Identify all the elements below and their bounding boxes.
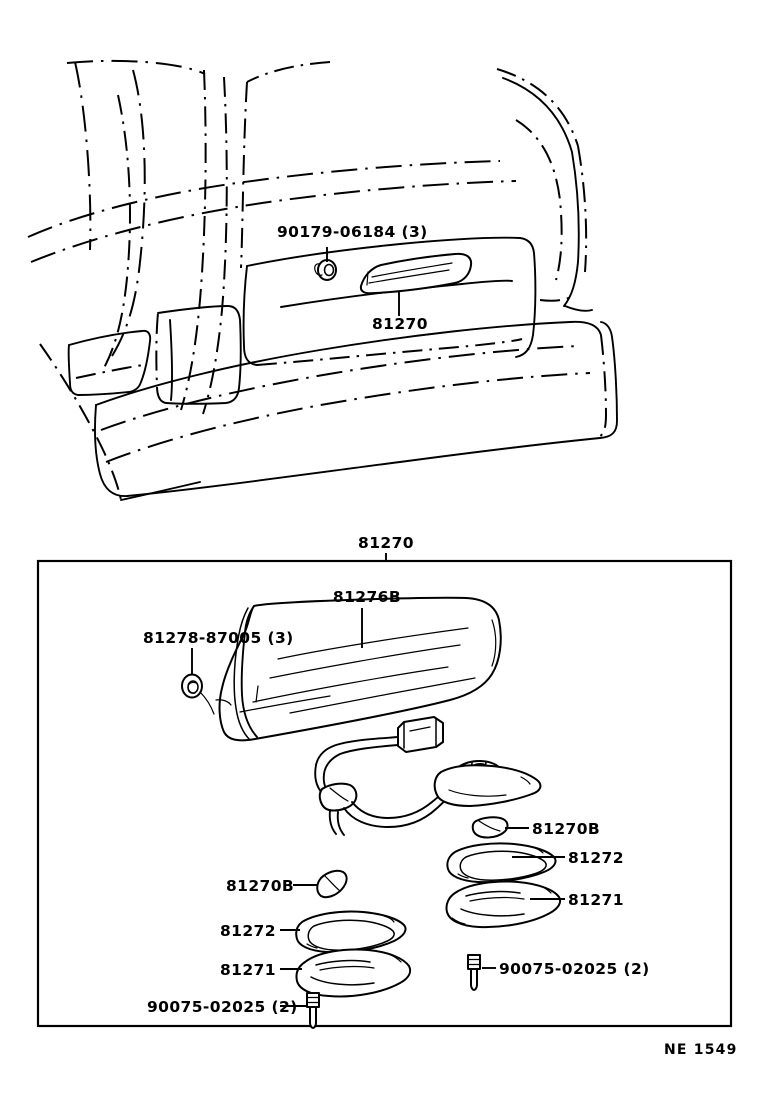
callout-81272-left-label: 81272 [220, 922, 276, 940]
part-screw-right [467, 954, 481, 991]
part-housing-left [295, 948, 412, 998]
footer-code: NE 1549 [664, 1042, 738, 1058]
part-gasket-right [446, 842, 557, 884]
vehicle-license-lamp [359, 252, 473, 295]
callout-81271-left-label: 81271 [220, 961, 276, 979]
part-housing-right-2 [445, 880, 562, 929]
callout-90075-02025-left-label: 90075-02025 (2) [147, 998, 298, 1016]
callout-81272-right-label: 81272 [568, 849, 624, 867]
part-screw-left [306, 992, 320, 1029]
part-clip-grommet [181, 673, 215, 715]
detail-parts-group [181, 596, 562, 1029]
vehicle-screw-grommet [314, 259, 337, 281]
callout-81271-right-label: 81271 [568, 891, 624, 909]
detail-box-frame [36, 559, 733, 1028]
callout-81270-top-label: 81270 [372, 315, 428, 333]
callout-81270b-left-label: 81270B [226, 877, 294, 895]
part-bulb-left [316, 869, 348, 899]
part-bulb-right [471, 816, 509, 839]
part-housing-right [433, 764, 542, 807]
callout-81276b-label: 81276B [333, 588, 401, 606]
part-gasket-left [295, 910, 407, 954]
callout-81270b-right-label: 81270B [532, 820, 600, 838]
part-lamp-lens-assembly [218, 596, 502, 742]
lens-clip-seat [215, 699, 232, 706]
detail-leaders [191, 608, 565, 1007]
vehicle-illustration [27, 59, 618, 501]
callout-90179-06184-label: 90179-06184 (3) [277, 223, 428, 241]
callout-90075-02025-right-label: 90075-02025 (2) [499, 960, 650, 978]
callout-81278-87005-label: 81278-87005 (3) [143, 629, 294, 647]
detail-box-title: 81270 [358, 534, 414, 552]
